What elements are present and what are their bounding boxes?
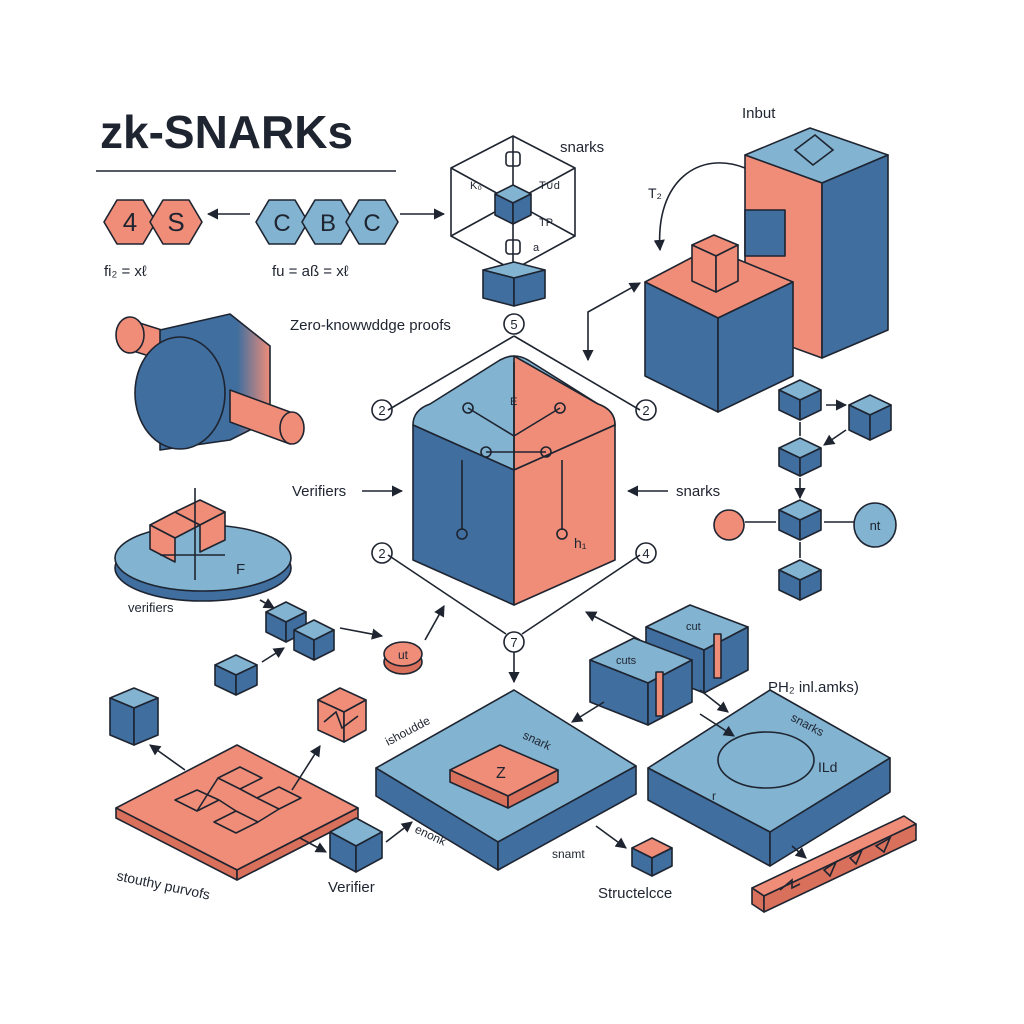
verifiers-label: Verifiers bbox=[292, 483, 346, 500]
verifier-disc: F verifiers bbox=[114, 488, 292, 615]
zero-knowledge-label: Zero-knowwddge proofs bbox=[290, 317, 451, 334]
verifiers-disc-label: verifiers bbox=[128, 600, 174, 615]
cell-label: K₀ bbox=[470, 180, 482, 192]
arrow bbox=[259, 598, 275, 609]
verifier-cube bbox=[329, 817, 383, 873]
direction-arrow-icon bbox=[779, 878, 801, 891]
block-text: cut bbox=[686, 621, 701, 633]
svg-text:2: 2 bbox=[378, 403, 385, 418]
hexagon-shape bbox=[345, 199, 399, 245]
hexagon-glyph: 4 bbox=[123, 207, 137, 237]
direction-arrow-icon bbox=[822, 859, 838, 878]
direction-arrow-icon bbox=[848, 847, 864, 866]
snarks-label: snarks bbox=[560, 139, 604, 156]
cell-label: a bbox=[533, 242, 540, 254]
curved-arrow bbox=[653, 162, 746, 252]
platform-label: snamt bbox=[552, 847, 585, 861]
platform-sub: r bbox=[712, 789, 716, 803]
bottom-left-platform: stouthy purvofs bbox=[115, 744, 359, 903]
small-cube bbox=[848, 394, 892, 441]
small-cube bbox=[214, 654, 258, 696]
svg-text:4: 4 bbox=[642, 546, 649, 561]
direction-arrow-icon bbox=[874, 836, 892, 854]
svg-text:2: 2 bbox=[642, 403, 649, 418]
input-arrow-label: T₂ bbox=[648, 185, 662, 201]
page-title: zk-SNARKs bbox=[100, 106, 353, 158]
cylinder-component bbox=[115, 313, 305, 451]
bottom-right-platform: ILd r snarks bbox=[647, 689, 891, 867]
platform-disc bbox=[717, 731, 815, 789]
svg-text:5: 5 bbox=[510, 317, 517, 332]
cell-label: T∪d bbox=[539, 180, 560, 192]
hexagon-group-middle: C B C fu = aß = xℓ bbox=[255, 199, 399, 280]
hexagon-glyph: C bbox=[363, 210, 380, 237]
phi-label: PH₂ inl.amks) bbox=[768, 679, 859, 696]
hexagon-shape bbox=[149, 199, 203, 245]
coral-token: ut bbox=[383, 641, 423, 675]
cube-pair bbox=[214, 601, 335, 696]
disc-tag: F bbox=[236, 561, 245, 578]
top-module: K₀ T∪d TP a snarks bbox=[450, 135, 604, 307]
chip-icon bbox=[505, 151, 521, 167]
block-text: cuts bbox=[616, 655, 637, 667]
small-cube bbox=[293, 619, 335, 661]
node-2-top-left: 2 bbox=[371, 399, 393, 421]
node-2-bottom-left: 2 bbox=[371, 542, 393, 564]
small-cube bbox=[778, 499, 822, 541]
small-cube bbox=[778, 379, 822, 421]
verifier-label: Verifier bbox=[328, 879, 375, 896]
svg-text:ut: ut bbox=[398, 648, 409, 662]
node-2-top-right: 2 bbox=[635, 399, 657, 421]
cube-chain: nt bbox=[713, 379, 897, 601]
token-label: nt bbox=[870, 518, 881, 533]
svg-text:2: 2 bbox=[378, 546, 385, 561]
bottom-center-platform: Z snark ishoudde enonk snamt bbox=[375, 689, 637, 871]
hexagon-group-left: 4 S fi₂ = xℓ bbox=[103, 199, 203, 280]
input-machine: Inbut T₂ bbox=[644, 105, 889, 413]
hexagon-formula: fu = aß = xℓ bbox=[272, 263, 349, 280]
token-blue bbox=[853, 502, 897, 548]
structure-cube bbox=[631, 837, 673, 877]
node-7: 7 bbox=[503, 631, 525, 653]
input-square bbox=[793, 133, 835, 167]
cell-label: TP bbox=[539, 217, 553, 229]
arrow bbox=[582, 282, 641, 362]
input-shaft bbox=[744, 209, 786, 257]
chip-icon bbox=[505, 239, 521, 255]
bottom-left-caption: stouthy purvofs bbox=[115, 867, 211, 902]
coupled-blocks: cut cuts bbox=[589, 604, 749, 726]
central-cube: E h₁ bbox=[412, 355, 616, 606]
structure-label: Structelcce bbox=[598, 885, 672, 902]
node-4: 4 bbox=[635, 542, 657, 564]
hexagon-glyph: S bbox=[167, 207, 184, 237]
small-cube bbox=[778, 559, 822, 601]
token-coral bbox=[713, 509, 745, 541]
svg-text:7: 7 bbox=[510, 635, 517, 650]
node-5: 5 bbox=[503, 313, 525, 335]
base-block bbox=[482, 261, 546, 307]
input-label: Inbut bbox=[742, 105, 776, 122]
platform-tile: Z bbox=[496, 765, 506, 782]
small-cube bbox=[109, 687, 159, 746]
small-cube bbox=[494, 184, 532, 225]
cube-tag: h₁ bbox=[574, 535, 587, 551]
coral-cube bbox=[317, 687, 367, 743]
platform-text: ILd bbox=[818, 759, 837, 775]
cube-mark: E bbox=[510, 396, 517, 408]
hexagon-formula: fi₂ = xℓ bbox=[104, 263, 147, 280]
hexagon-glyph: C bbox=[273, 210, 290, 237]
hexagon-glyph: B bbox=[320, 210, 336, 237]
title-block: zk-SNARKs bbox=[96, 106, 396, 172]
small-cube bbox=[778, 437, 822, 477]
arrow-strip bbox=[751, 815, 917, 913]
snarks-label: snarks bbox=[676, 483, 720, 500]
